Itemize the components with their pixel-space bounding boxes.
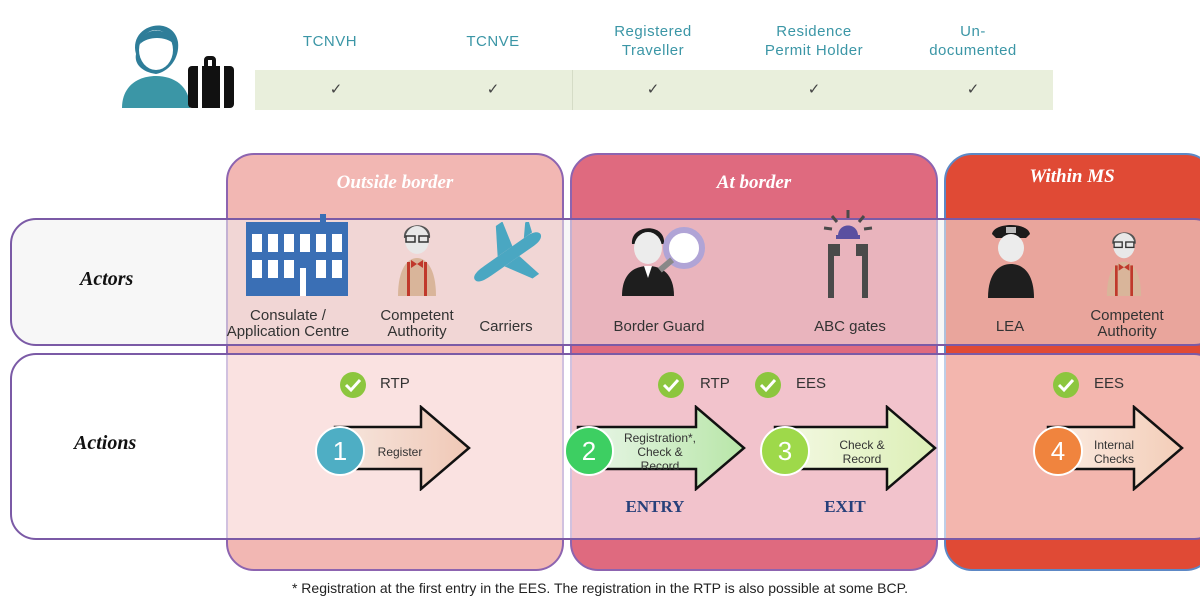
step-3-number: 3 bbox=[777, 436, 793, 466]
check-mark: ✓ bbox=[966, 81, 980, 98]
step-3-label: Check & Record bbox=[839, 438, 885, 466]
step-1-label: Register bbox=[377, 445, 423, 459]
actor-consulate-label: Consulate / Application Centre bbox=[226, 307, 350, 340]
step-2-number: 2 bbox=[581, 436, 597, 466]
step-2-circle bbox=[564, 426, 614, 476]
competent-authority-icon bbox=[1106, 232, 1142, 296]
tag-rtp: RTP bbox=[380, 375, 410, 392]
category-residence-permit-holder: Residence Permit Holder bbox=[764, 23, 864, 59]
category-check-band bbox=[255, 70, 1053, 110]
actor-competent-authority-label: Competent Authority bbox=[380, 307, 454, 340]
tag-rtp: RTP bbox=[700, 375, 730, 392]
abc-gate-icon bbox=[823, 210, 873, 298]
check-band-divider bbox=[572, 70, 573, 110]
actors-row-label: Actors bbox=[80, 268, 134, 290]
actor-lea-label: LEA bbox=[995, 318, 1025, 335]
checkmark-circle-icon bbox=[658, 372, 684, 398]
step-4-label: Internal Checks bbox=[1093, 438, 1135, 466]
actions-row-label: Actions bbox=[74, 432, 137, 454]
tag-ees: EES bbox=[1094, 375, 1125, 392]
tag-ees: EES bbox=[796, 375, 827, 392]
zone-title-within-ms: Within MS bbox=[1029, 166, 1115, 187]
step-4-number: 4 bbox=[1050, 436, 1066, 466]
traveller-icon bbox=[122, 25, 234, 108]
competent-authority-icon bbox=[398, 225, 436, 296]
checkmark-circle-icon bbox=[340, 372, 366, 398]
checkmark-circle-icon bbox=[1053, 372, 1079, 398]
phase-entry: ENTRY bbox=[625, 497, 685, 516]
actor-carriers-label: Carriers bbox=[479, 318, 533, 335]
category-tcnvh: TCNVH bbox=[302, 33, 358, 50]
step-4-circle bbox=[1033, 426, 1083, 476]
actor-border-guard-label: Border Guard bbox=[613, 318, 705, 335]
step-3-circle bbox=[760, 426, 810, 476]
category-undocumented: Un- documented bbox=[929, 23, 1017, 59]
actor-abc-gates-label: ABC gates bbox=[814, 318, 886, 335]
check-mark: ✓ bbox=[486, 81, 500, 98]
zone-title-at-border: At border bbox=[716, 172, 792, 193]
check-mark: ✓ bbox=[646, 81, 660, 98]
border-guard-icon bbox=[622, 227, 705, 296]
check-mark: ✓ bbox=[329, 81, 343, 98]
footnote: * Registration at the first entry in the… bbox=[291, 580, 909, 596]
lea-police-icon bbox=[988, 225, 1034, 298]
zone-title-outside: Outside border bbox=[336, 172, 454, 193]
phase-exit: EXIT bbox=[824, 497, 866, 516]
actor-competent-authority-label: Competent Authority bbox=[1090, 307, 1164, 340]
consulate-building-icon bbox=[246, 214, 348, 296]
checkmark-circle-icon bbox=[755, 372, 781, 398]
step-2-label: Registration*, Check & Record bbox=[623, 431, 697, 473]
airplane-icon bbox=[474, 222, 542, 282]
step-1-circle bbox=[315, 426, 365, 476]
category-registered-traveller: Registered Traveller bbox=[614, 23, 692, 59]
check-mark: ✓ bbox=[807, 81, 821, 98]
category-tcnve: TCNVE bbox=[466, 33, 520, 50]
step-1-number: 1 bbox=[332, 436, 348, 466]
